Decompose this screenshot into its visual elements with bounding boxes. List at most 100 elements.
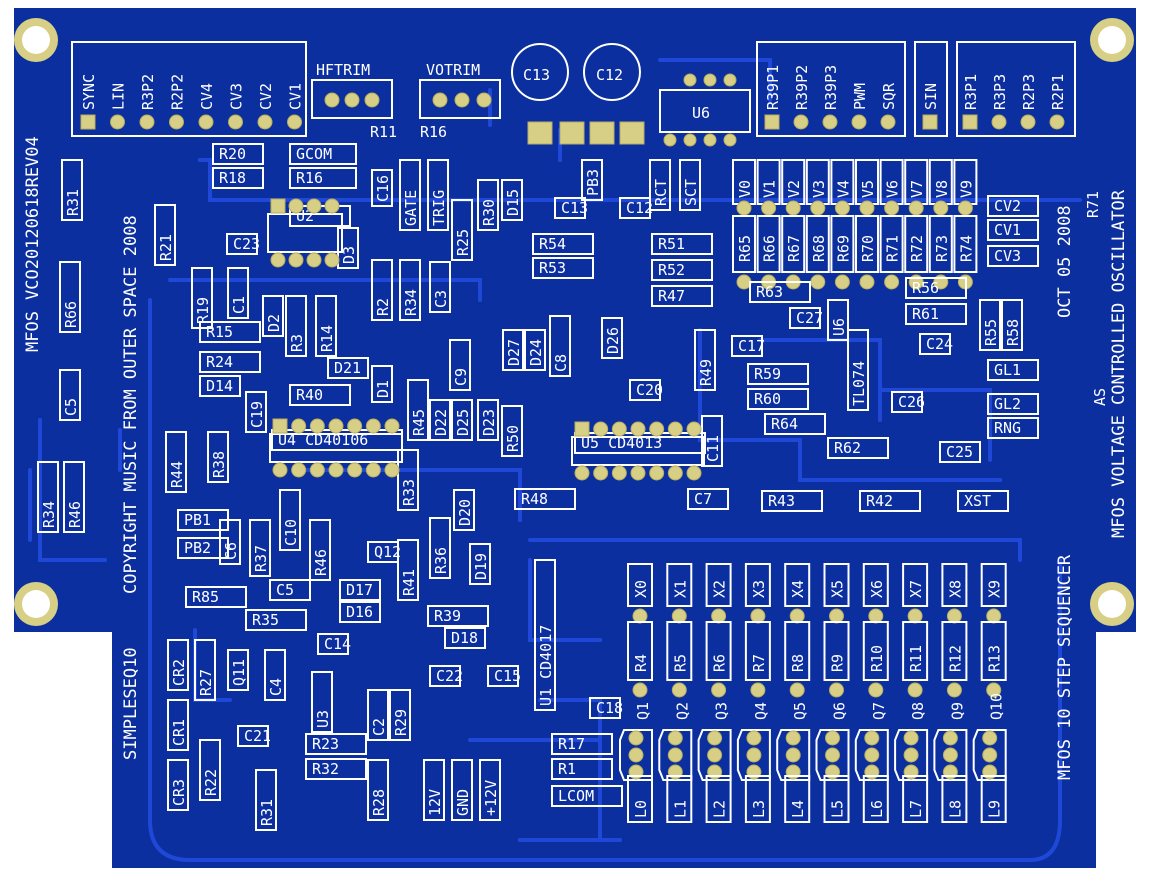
component-outline xyxy=(749,281,811,303)
component-outline xyxy=(227,649,249,691)
pad xyxy=(736,274,752,290)
votrim-footprint: VOTRIM R16 xyxy=(419,61,501,141)
pad xyxy=(306,252,322,268)
pad xyxy=(982,730,998,746)
component-outline xyxy=(487,665,519,687)
pad xyxy=(793,114,809,130)
pad xyxy=(110,114,125,130)
component-label: GATE xyxy=(402,190,420,226)
r-mid-label: R5 xyxy=(671,654,689,672)
component-outline xyxy=(167,699,189,751)
pad xyxy=(810,274,826,290)
component-label: SCT xyxy=(682,179,700,206)
r-mid-label: R9 xyxy=(829,654,847,672)
pad xyxy=(907,682,923,698)
top-right-header-connector-b xyxy=(914,41,948,137)
component-outline xyxy=(687,488,729,510)
component-outline xyxy=(451,399,473,441)
component-label: C4 xyxy=(267,678,285,696)
votrim-label: VOTRIM xyxy=(426,61,480,79)
r-mid-label: R7 xyxy=(750,654,768,672)
rev-text: VCO20120618REV04 xyxy=(23,136,43,300)
component-label: TRIG xyxy=(430,190,448,226)
x-pin-box xyxy=(744,563,771,607)
pad xyxy=(384,462,400,478)
connector-pin-label: R39P3 xyxy=(822,65,840,110)
component-label: C24 xyxy=(926,335,953,353)
component-outline xyxy=(199,375,241,397)
pad xyxy=(750,682,766,698)
r-mid-box xyxy=(627,621,653,681)
pad xyxy=(347,418,363,434)
component-label: R24 xyxy=(206,353,233,371)
component-label: R34 xyxy=(402,289,420,316)
component-outline xyxy=(255,769,277,831)
v-pin-label: V1 xyxy=(761,180,779,198)
l-pin-label: L5 xyxy=(829,800,847,818)
x-pin-box xyxy=(705,563,732,607)
component-outline xyxy=(551,733,613,755)
pad xyxy=(859,200,875,216)
r-mid-label: R13 xyxy=(986,645,1004,672)
component-outline xyxy=(905,277,967,299)
component-outline xyxy=(581,159,603,201)
pad xyxy=(574,465,590,481)
r-mid-box xyxy=(980,621,1007,681)
component-label: C6 xyxy=(222,542,240,560)
component-outline xyxy=(1001,299,1023,351)
pad xyxy=(884,274,900,290)
component-label: D27 xyxy=(505,339,523,366)
mounting-holes xyxy=(14,18,1134,626)
pad xyxy=(309,418,325,434)
component-outline xyxy=(279,489,301,551)
r-top-label: R67 xyxy=(785,235,803,262)
component-outline xyxy=(477,179,499,231)
component-outline xyxy=(397,449,419,511)
component-label: R18 xyxy=(219,169,246,187)
u6-top-label: U6 xyxy=(692,104,710,122)
connector-pin-label: R3P2 xyxy=(139,74,157,110)
pad xyxy=(632,682,648,698)
component-label: D24 xyxy=(527,339,545,366)
pad xyxy=(270,198,286,214)
connector-pin-label: PWM xyxy=(851,83,869,110)
component-label: R61 xyxy=(912,305,939,323)
pad xyxy=(671,682,687,698)
component-label: R32 xyxy=(312,760,339,778)
l-pin-label: L2 xyxy=(711,800,729,818)
connector-pin-label: R2P1 xyxy=(1049,74,1067,110)
top-right-header-connector-a xyxy=(756,41,906,137)
component-outline xyxy=(549,315,571,377)
component-label: R19 xyxy=(194,297,212,324)
component-label: D2 xyxy=(265,314,283,332)
component-label: D20 xyxy=(456,499,474,526)
component-outline xyxy=(262,295,284,337)
l-pin-label: L9 xyxy=(986,800,1004,818)
component-outline xyxy=(479,759,501,821)
pad xyxy=(736,200,752,216)
r-mid-label: R6 xyxy=(711,654,729,672)
r-mid-box xyxy=(705,621,732,681)
component-label: C5 xyxy=(62,398,80,416)
r-top-box xyxy=(781,215,806,273)
component-outline xyxy=(423,759,445,821)
pad xyxy=(864,747,880,763)
x-pin-label: X9 xyxy=(986,580,1004,598)
r-mid-label: R4 xyxy=(632,654,650,672)
component-label: R41 xyxy=(400,569,418,596)
x-pin-label: X8 xyxy=(946,580,964,598)
pad xyxy=(611,421,627,437)
pad xyxy=(711,682,727,698)
l-pin-label: L4 xyxy=(789,800,807,818)
component-label: R38 xyxy=(210,451,228,478)
component-outline xyxy=(919,333,951,355)
r71-side-text: R71 xyxy=(1084,191,1102,218)
component-outline xyxy=(987,195,1039,217)
component-label: D17 xyxy=(346,581,373,599)
component-outline xyxy=(226,233,258,255)
component-label: R60 xyxy=(754,390,781,408)
pad xyxy=(880,114,896,130)
pad xyxy=(962,114,978,130)
transistor-outline xyxy=(854,729,889,781)
pad xyxy=(750,608,766,624)
